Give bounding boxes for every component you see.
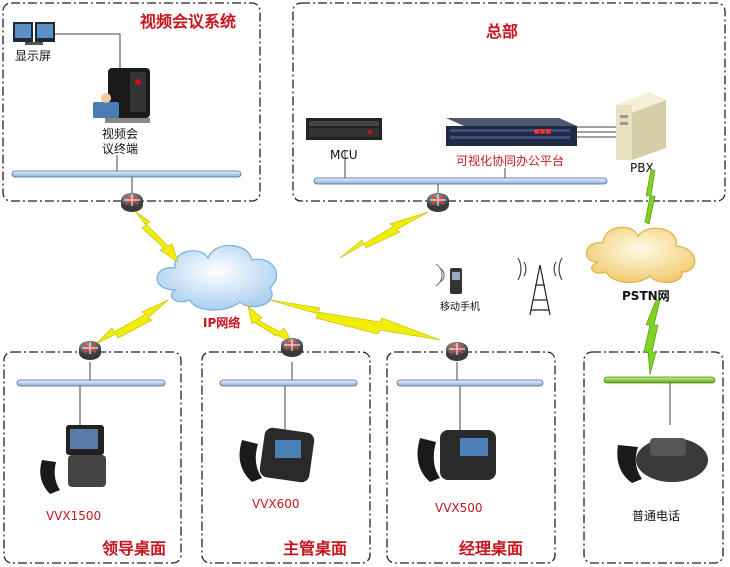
phone-vvx500-label: VVX500 xyxy=(435,501,483,515)
zone-landline xyxy=(583,351,724,564)
bus-pstn-green xyxy=(603,376,716,384)
phone-vvx600-label: VVX600 xyxy=(252,497,300,511)
zone-title-video-conf: 视频会议系统 xyxy=(140,12,236,31)
bus-supervisor xyxy=(219,379,358,387)
connector-lines xyxy=(52,33,671,430)
zone-manager xyxy=(386,351,556,564)
display-screen-icon xyxy=(13,22,55,45)
bus-manager xyxy=(396,379,544,387)
router-icon-vc xyxy=(120,192,144,213)
lightning-to-supervisor xyxy=(247,305,293,343)
display-label: 显示屏 xyxy=(15,49,51,63)
vc-terminal-icon xyxy=(93,68,150,123)
vc-terminal-label-1: 视频会 xyxy=(102,126,138,141)
vc-terminal-label-2: 议终端 xyxy=(102,141,138,156)
svg-text:■■■: ■■■ xyxy=(534,128,551,135)
pstn-label: PSTN网 xyxy=(622,289,670,303)
phone-vvx1500-icon xyxy=(40,425,106,494)
lightning-to-manager xyxy=(269,299,441,341)
lightning-to-vc xyxy=(135,211,179,263)
lightning-to-leader xyxy=(95,299,169,345)
mcu-icon xyxy=(306,118,382,140)
router-icon-supervisor xyxy=(280,337,304,358)
pbx-label: PBX xyxy=(630,161,654,175)
mcu-label: MCU xyxy=(330,148,358,162)
landline-label: 普通电话 xyxy=(632,509,680,523)
lightning-to-hq xyxy=(339,211,429,259)
cell-tower-icon xyxy=(517,257,563,316)
router-icon-hq xyxy=(426,192,450,213)
bus-hq xyxy=(313,177,608,185)
lightning-links xyxy=(95,211,441,345)
ip-network-label: IP网络 xyxy=(203,315,240,330)
pbx-icon xyxy=(616,92,666,160)
zone-hq xyxy=(292,2,726,202)
router-icon-leader xyxy=(78,340,102,361)
platform-label: 可视化协同办公平台 xyxy=(456,153,564,168)
pstn-green-links xyxy=(643,169,661,376)
bus-video-conf xyxy=(11,170,242,178)
ip-network-cloud xyxy=(156,244,278,311)
phone-vvx500-icon xyxy=(417,430,496,482)
router-icon-manager xyxy=(445,341,469,362)
pstn-cloud xyxy=(586,226,696,283)
bus-leader xyxy=(16,379,166,387)
zone-title-hq: 总部 xyxy=(486,22,518,41)
zone-title-leader: 领导桌面 xyxy=(102,539,166,558)
mobile-label: 移动手机 xyxy=(440,300,480,313)
zone-title-supervisor: 主管桌面 xyxy=(283,539,347,558)
landline-phone-icon xyxy=(617,438,708,483)
phone-vvx600-icon xyxy=(239,427,315,483)
zone-title-manager: 经理桌面 xyxy=(459,539,523,558)
platform-server-icon: ■■■ xyxy=(446,118,577,146)
phone-vvx1500-label: VVX1500 xyxy=(46,509,101,523)
mobile-phone-icon xyxy=(435,263,462,294)
